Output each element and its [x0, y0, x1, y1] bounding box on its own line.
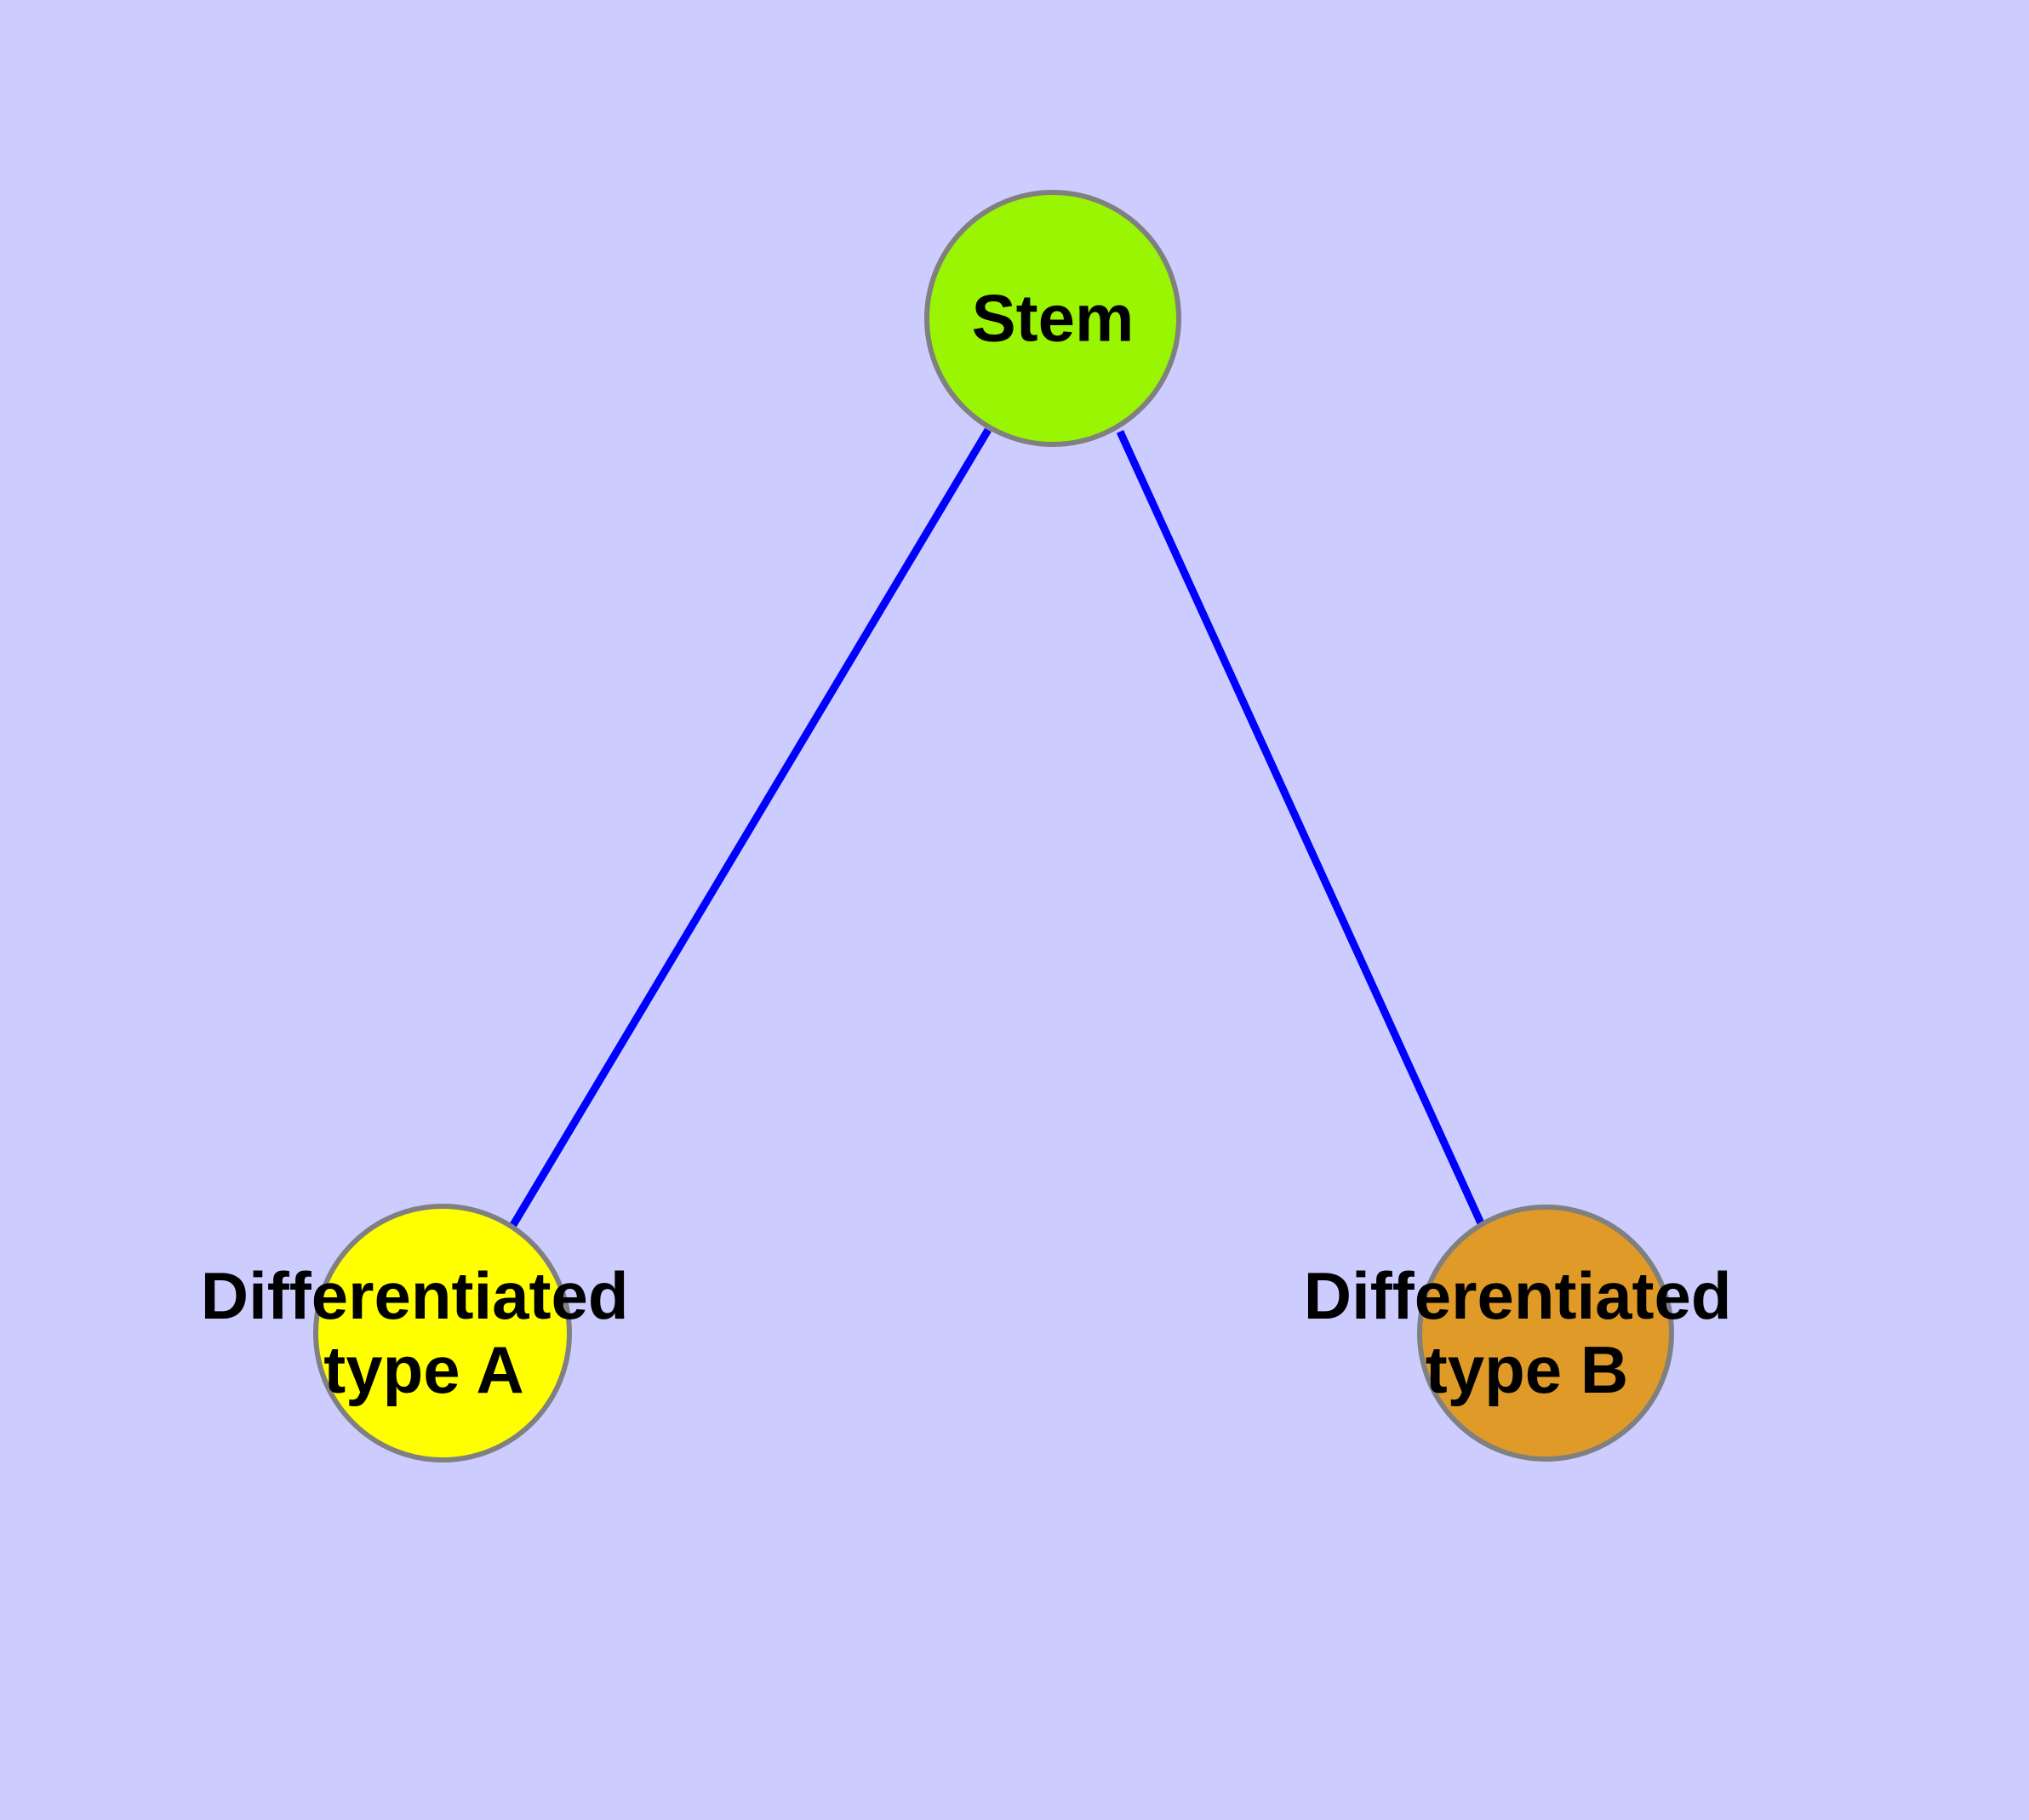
node-stem-label-line-1: Stem [972, 281, 1135, 356]
node-differentiated-type-b-label-line-2: type B [1426, 1332, 1628, 1407]
edge-stem-to-differentiated-type-b[interactable] [1116, 430, 1485, 1225]
node-differentiated-type-b-label-line-1: Differentiated [1304, 1258, 1732, 1333]
node-differentiated-type-b-circle[interactable] [1417, 1205, 1674, 1462]
edges-layer [510, 427, 1485, 1228]
node-stem-circle[interactable] [924, 190, 1181, 447]
node-differentiated-type-a-label-line-2: type A [323, 1332, 524, 1407]
node-stem[interactable]: Stem [924, 190, 1181, 447]
node-differentiated-type-a-circle[interactable] [313, 1204, 572, 1462]
node-differentiated-type-a-label-line-1: Differentiated [201, 1258, 629, 1333]
node-differentiated-type-b-label: Differentiated type B [1304, 1258, 1750, 1407]
nodes-layer: Stem Differentiated type A Differentiate… [201, 190, 1750, 1462]
node-differentiated-type-a-label: Differentiated type A [201, 1258, 647, 1407]
node-differentiated-type-b[interactable]: Differentiated type B [1304, 1205, 1750, 1462]
edge-stem-to-differentiated-type-a[interactable] [510, 427, 992, 1228]
node-stem-label: Stem [972, 281, 1135, 356]
node-differentiated-type-a[interactable]: Differentiated type A [201, 1204, 647, 1462]
